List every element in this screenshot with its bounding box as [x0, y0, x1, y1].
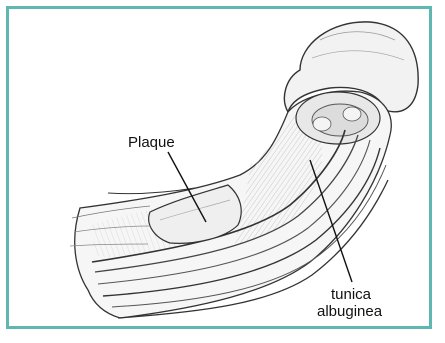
- tunica-albuginea-label: tunica albuginea: [317, 286, 437, 320]
- plaque-label: Plaque: [128, 134, 175, 151]
- tunica-label-line2: albuginea: [317, 303, 437, 320]
- tunica-label-line1: tunica: [317, 286, 437, 303]
